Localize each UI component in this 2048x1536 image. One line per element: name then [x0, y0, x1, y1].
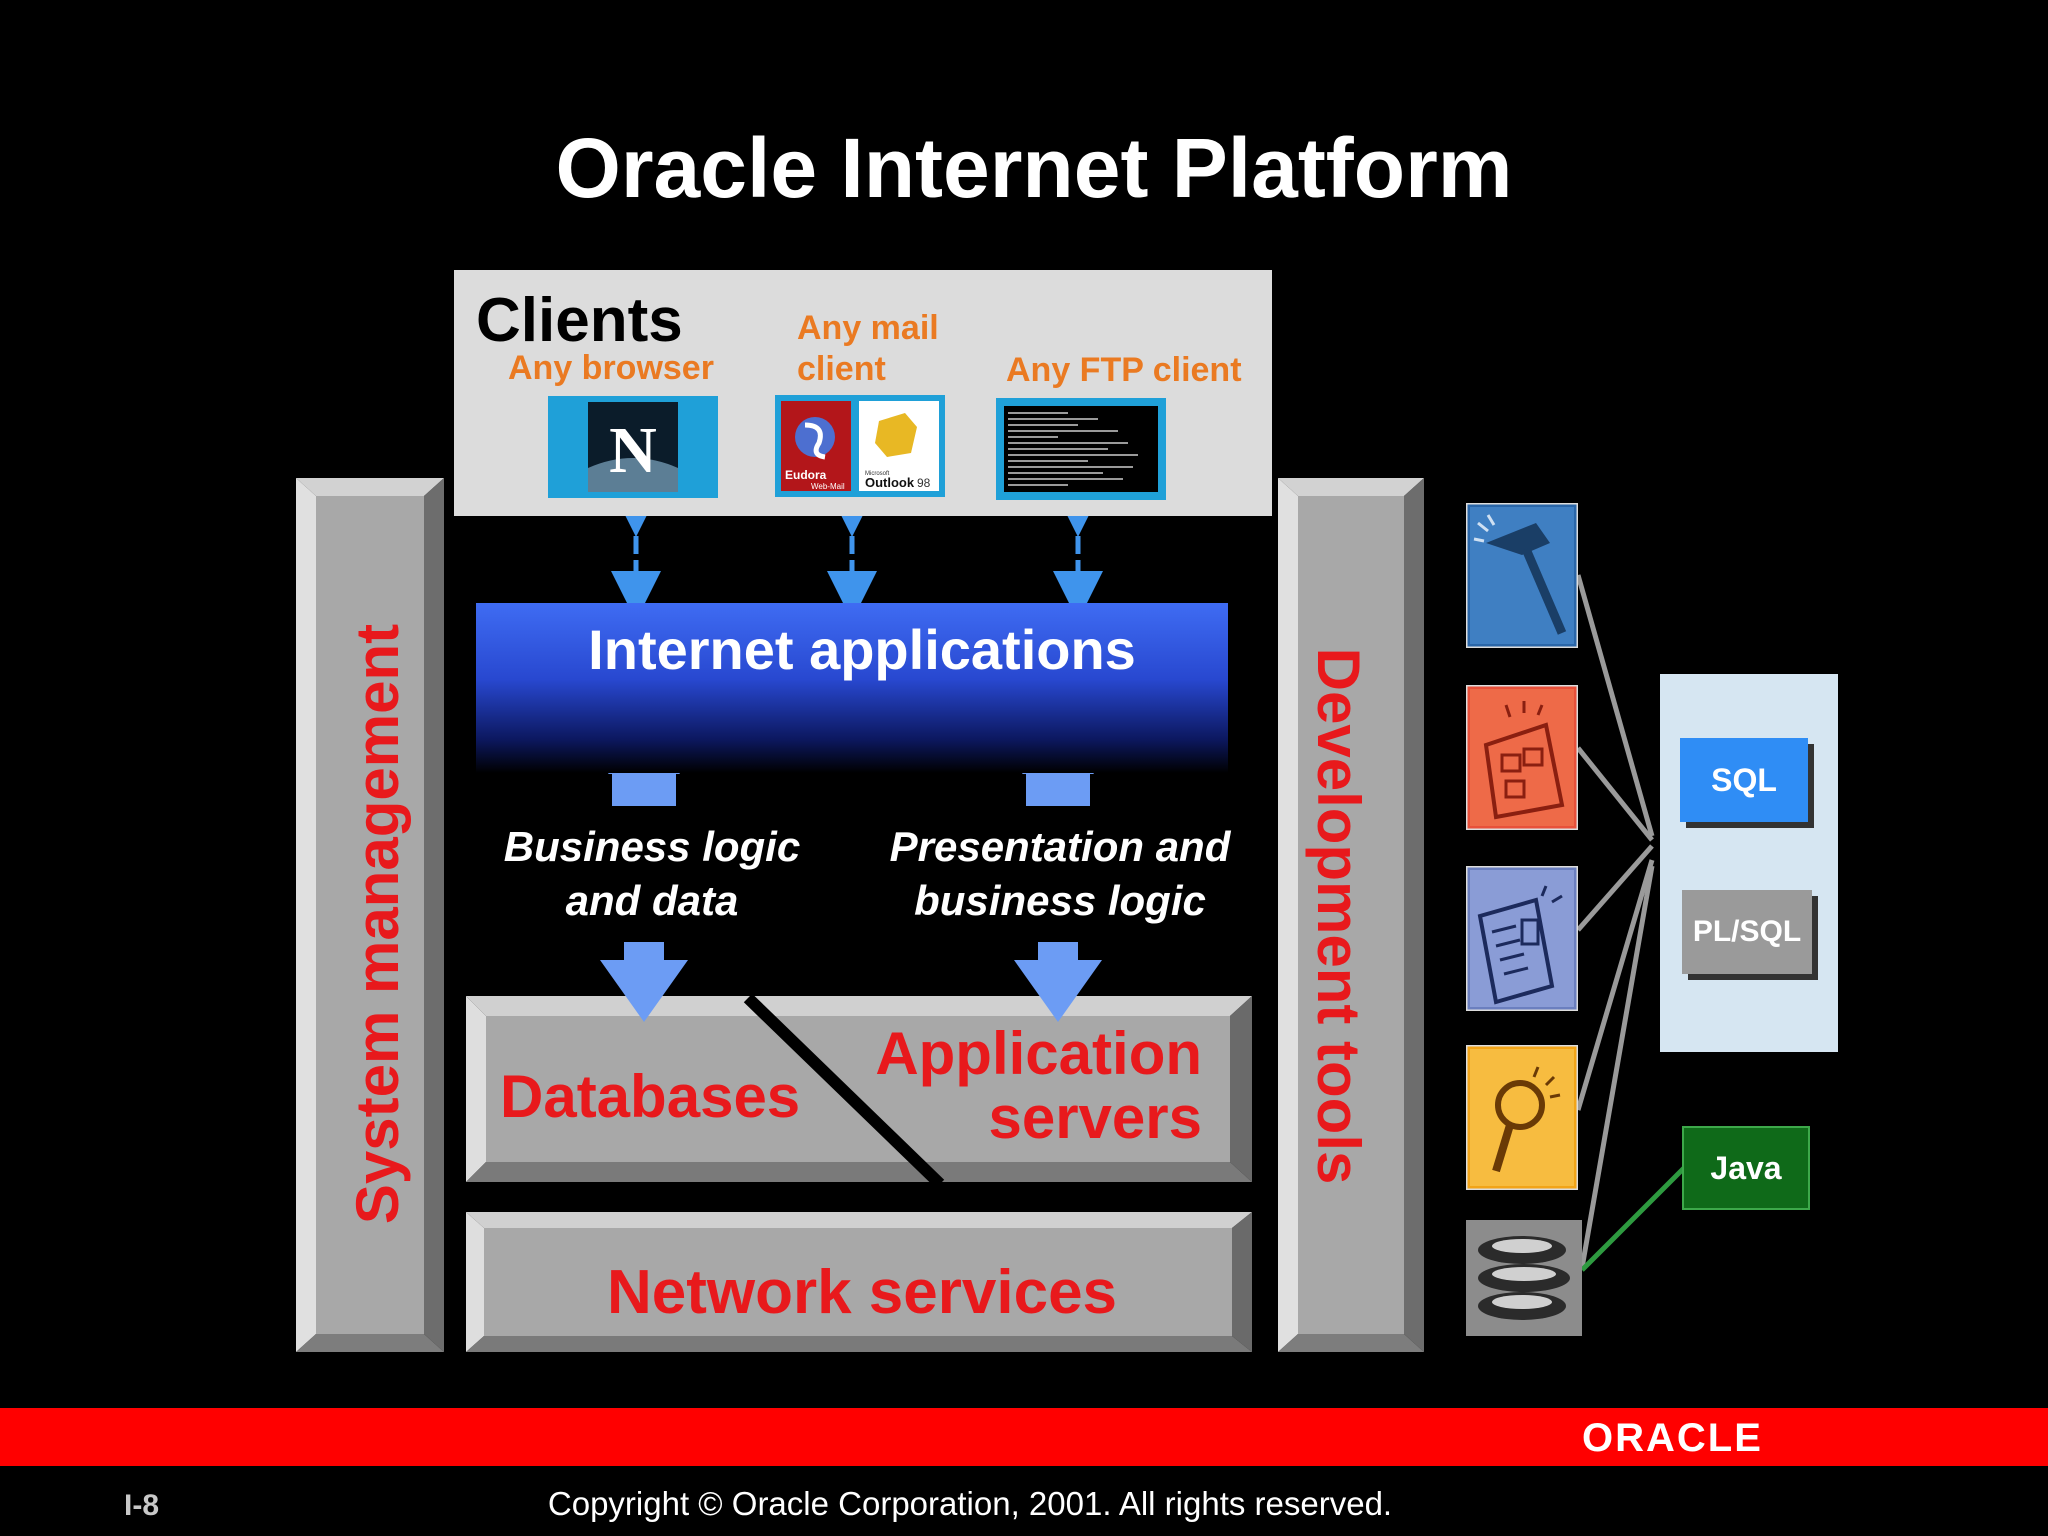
app-servers-line1: Application	[875, 1020, 1202, 1087]
svg-text:Web-Mail: Web-Mail	[811, 482, 845, 491]
java-box: Java	[1682, 1126, 1810, 1210]
footer-bar	[0, 1408, 2048, 1466]
clients-heading: Clients	[476, 286, 683, 355]
svg-text:98: 98	[917, 476, 931, 490]
slide-title: Oracle Internet Platform	[555, 121, 1513, 215]
internet-applications-label: Internet applications	[588, 618, 1136, 681]
databases-label: Databases	[500, 1063, 801, 1130]
databases-appservers-tray	[466, 993, 1252, 1189]
any-ftp-client-label: Any FTP client	[1006, 351, 1242, 389]
presentation-line2: business logic	[914, 877, 1206, 924]
any-mail-client-label: Any mail client	[797, 308, 939, 390]
presentation-logic-label: Presentation and business logic	[862, 820, 1258, 928]
any-browser-label: Any browser	[508, 349, 714, 387]
copyright-notice: Copyright © Oracle Corporation, 2001. Al…	[547, 1485, 1393, 1522]
application-servers-label: Application servers	[830, 1022, 1202, 1150]
development-tools-label: Development tools	[1305, 647, 1372, 1185]
business-logic-line1: Business logic	[503, 823, 801, 870]
java-cups-icon	[1466, 1220, 1582, 1336]
client-arrows	[611, 487, 1103, 621]
reports-tool-icon	[1464, 864, 1580, 1013]
page-number: I-8	[124, 1489, 160, 1522]
network-services-tray	[466, 1212, 1252, 1352]
mail-clients-icon: Eudora Web-Mail Microsoft Outlook 98	[775, 395, 945, 497]
internet-applications-bar	[476, 603, 1228, 773]
netscape-icon: N	[548, 396, 718, 498]
mail-label-line2: client	[797, 350, 886, 388]
system-management-label: System management	[344, 623, 411, 1225]
oracle-logo: ORACLE	[1582, 1416, 1763, 1460]
discoverer-tool-icon	[1464, 1043, 1580, 1192]
languages-panel	[1660, 674, 1838, 1052]
hammer-tool-icon	[1464, 501, 1580, 650]
svg-text:N: N	[609, 414, 657, 487]
java-connector	[1580, 1166, 1686, 1272]
plsql-box: PL/SQL	[1682, 890, 1812, 974]
ftp-terminal-icon	[996, 398, 1166, 500]
svg-text:Eudora: Eudora	[785, 468, 827, 482]
svg-text:Microsoft: Microsoft	[865, 471, 890, 477]
network-services-label: Network services	[606, 1258, 1118, 1327]
sql-box: SQL	[1680, 738, 1808, 822]
business-logic-line2: and data	[565, 877, 739, 924]
system-management-pillar	[296, 478, 444, 1352]
presentation-line1: Presentation and	[889, 823, 1231, 870]
mail-label-line1: Any mail	[797, 309, 939, 347]
development-tools-pillar	[1278, 478, 1424, 1352]
app-servers-line2: servers	[988, 1084, 1202, 1151]
business-logic-label: Business logic and data	[470, 820, 834, 928]
svg-text:Outlook: Outlook	[865, 475, 915, 490]
tool-connectors	[1575, 574, 1655, 1269]
forms-tool-icon	[1464, 683, 1580, 832]
